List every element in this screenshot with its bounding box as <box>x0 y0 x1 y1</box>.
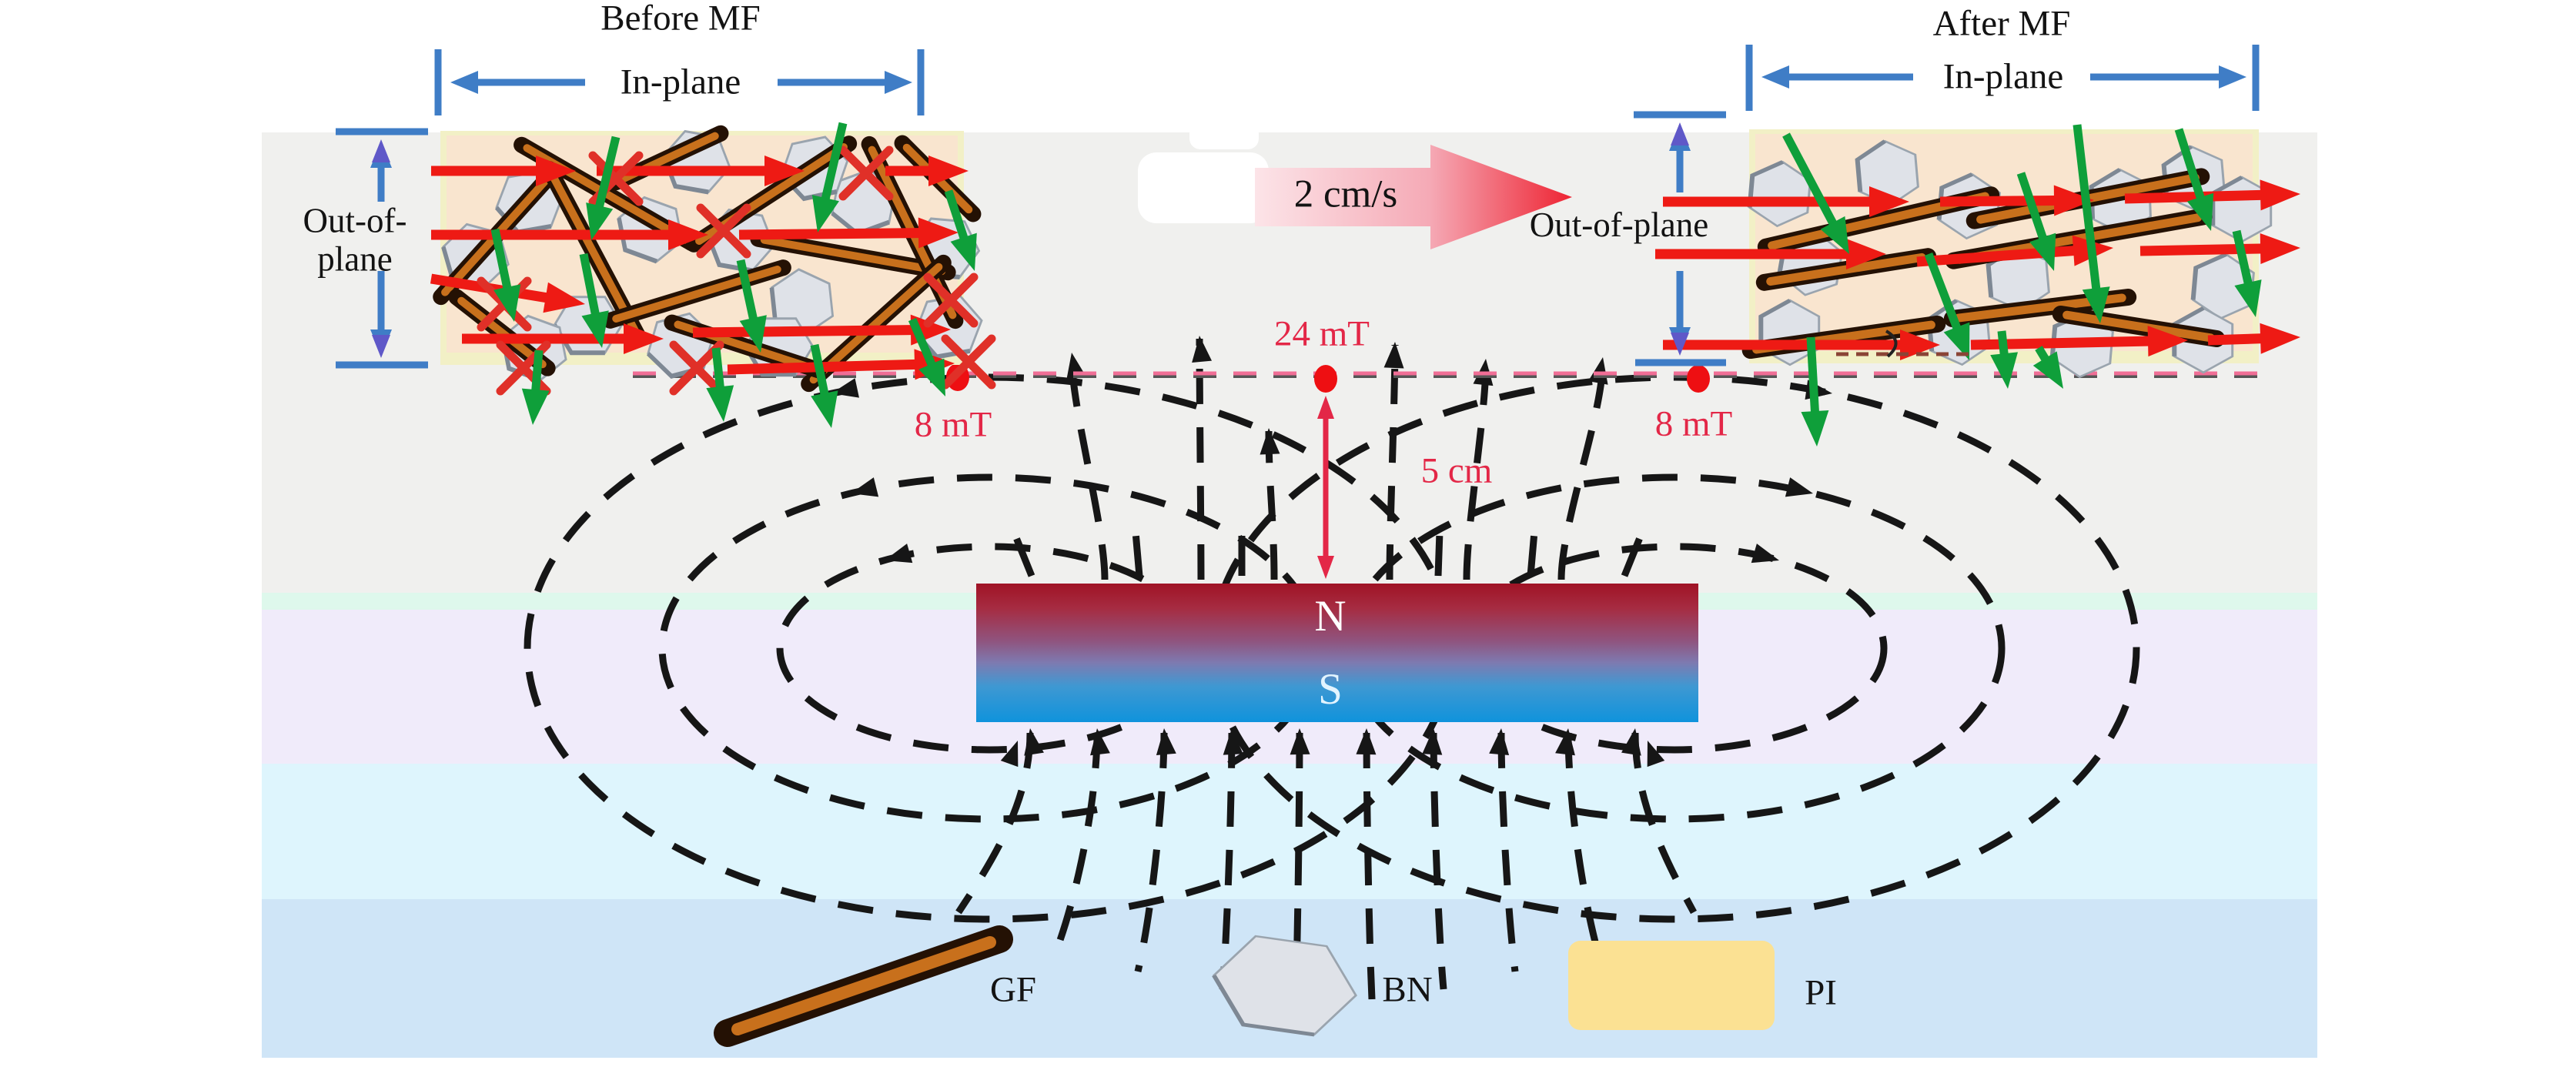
field-lines-above-magnet <box>1013 336 1643 580</box>
magnet-south-label: S <box>1318 665 1343 714</box>
in-plane-label-left: In-plane <box>620 62 741 102</box>
tilt-angle-annotation <box>1836 329 1975 358</box>
before-mf-inset <box>430 122 996 428</box>
out-of-plane-bracket-right <box>1634 111 1726 366</box>
gf-flake-icon <box>714 925 1013 1047</box>
legend <box>714 925 1775 1047</box>
out-of-plane-label-right: Out-of-plane <box>1529 205 1709 244</box>
distance-label: 5 cm <box>1420 450 1493 491</box>
cyan-layer-band <box>262 764 2317 899</box>
speed-arrow-group <box>1138 123 1572 249</box>
field-measurement-marks <box>946 363 1710 579</box>
bn-hexagon-icon <box>1212 935 1357 1037</box>
gf-flake-icon <box>602 259 791 329</box>
legend-gf-label: GF <box>989 969 1037 1010</box>
out-of-plane-left-line2: plane <box>317 240 393 279</box>
legend-pi-label: PI <box>1805 972 1837 1013</box>
out-of-plane-left-line1: Out-of- <box>303 201 407 240</box>
speed-label: 2 cm/s <box>1293 172 1398 216</box>
field-right-label: 8 mT <box>1654 403 1733 444</box>
bar-magnet <box>976 584 1698 722</box>
before-mf-title: Before MF <box>601 0 761 38</box>
pi-matrix-icon <box>1568 941 1775 1030</box>
in-plane-label-right: In-plane <box>1942 56 2064 97</box>
gf-flake-icon <box>750 230 956 281</box>
in-plane-bracket-right <box>1745 45 2260 111</box>
gf-flake-icon <box>2052 305 2226 348</box>
speed-gradient-arrow-icon <box>1255 145 1572 249</box>
after-mf-title: After MF <box>1932 3 2071 44</box>
in-plane-bracket-left <box>434 49 925 115</box>
out-of-plane-label-left: Out-of- plane <box>303 202 407 279</box>
field-left-label: 8 mT <box>914 404 992 445</box>
field-center-label: 24 mT <box>1273 313 1370 354</box>
sample-height-dashed-line <box>633 371 2263 378</box>
magnet-north-label: N <box>1314 592 1347 641</box>
after-mf-inset <box>1655 124 2300 447</box>
out-of-plane-bracket-left <box>336 128 428 369</box>
legend-bn-label: BN <box>1382 969 1433 1010</box>
